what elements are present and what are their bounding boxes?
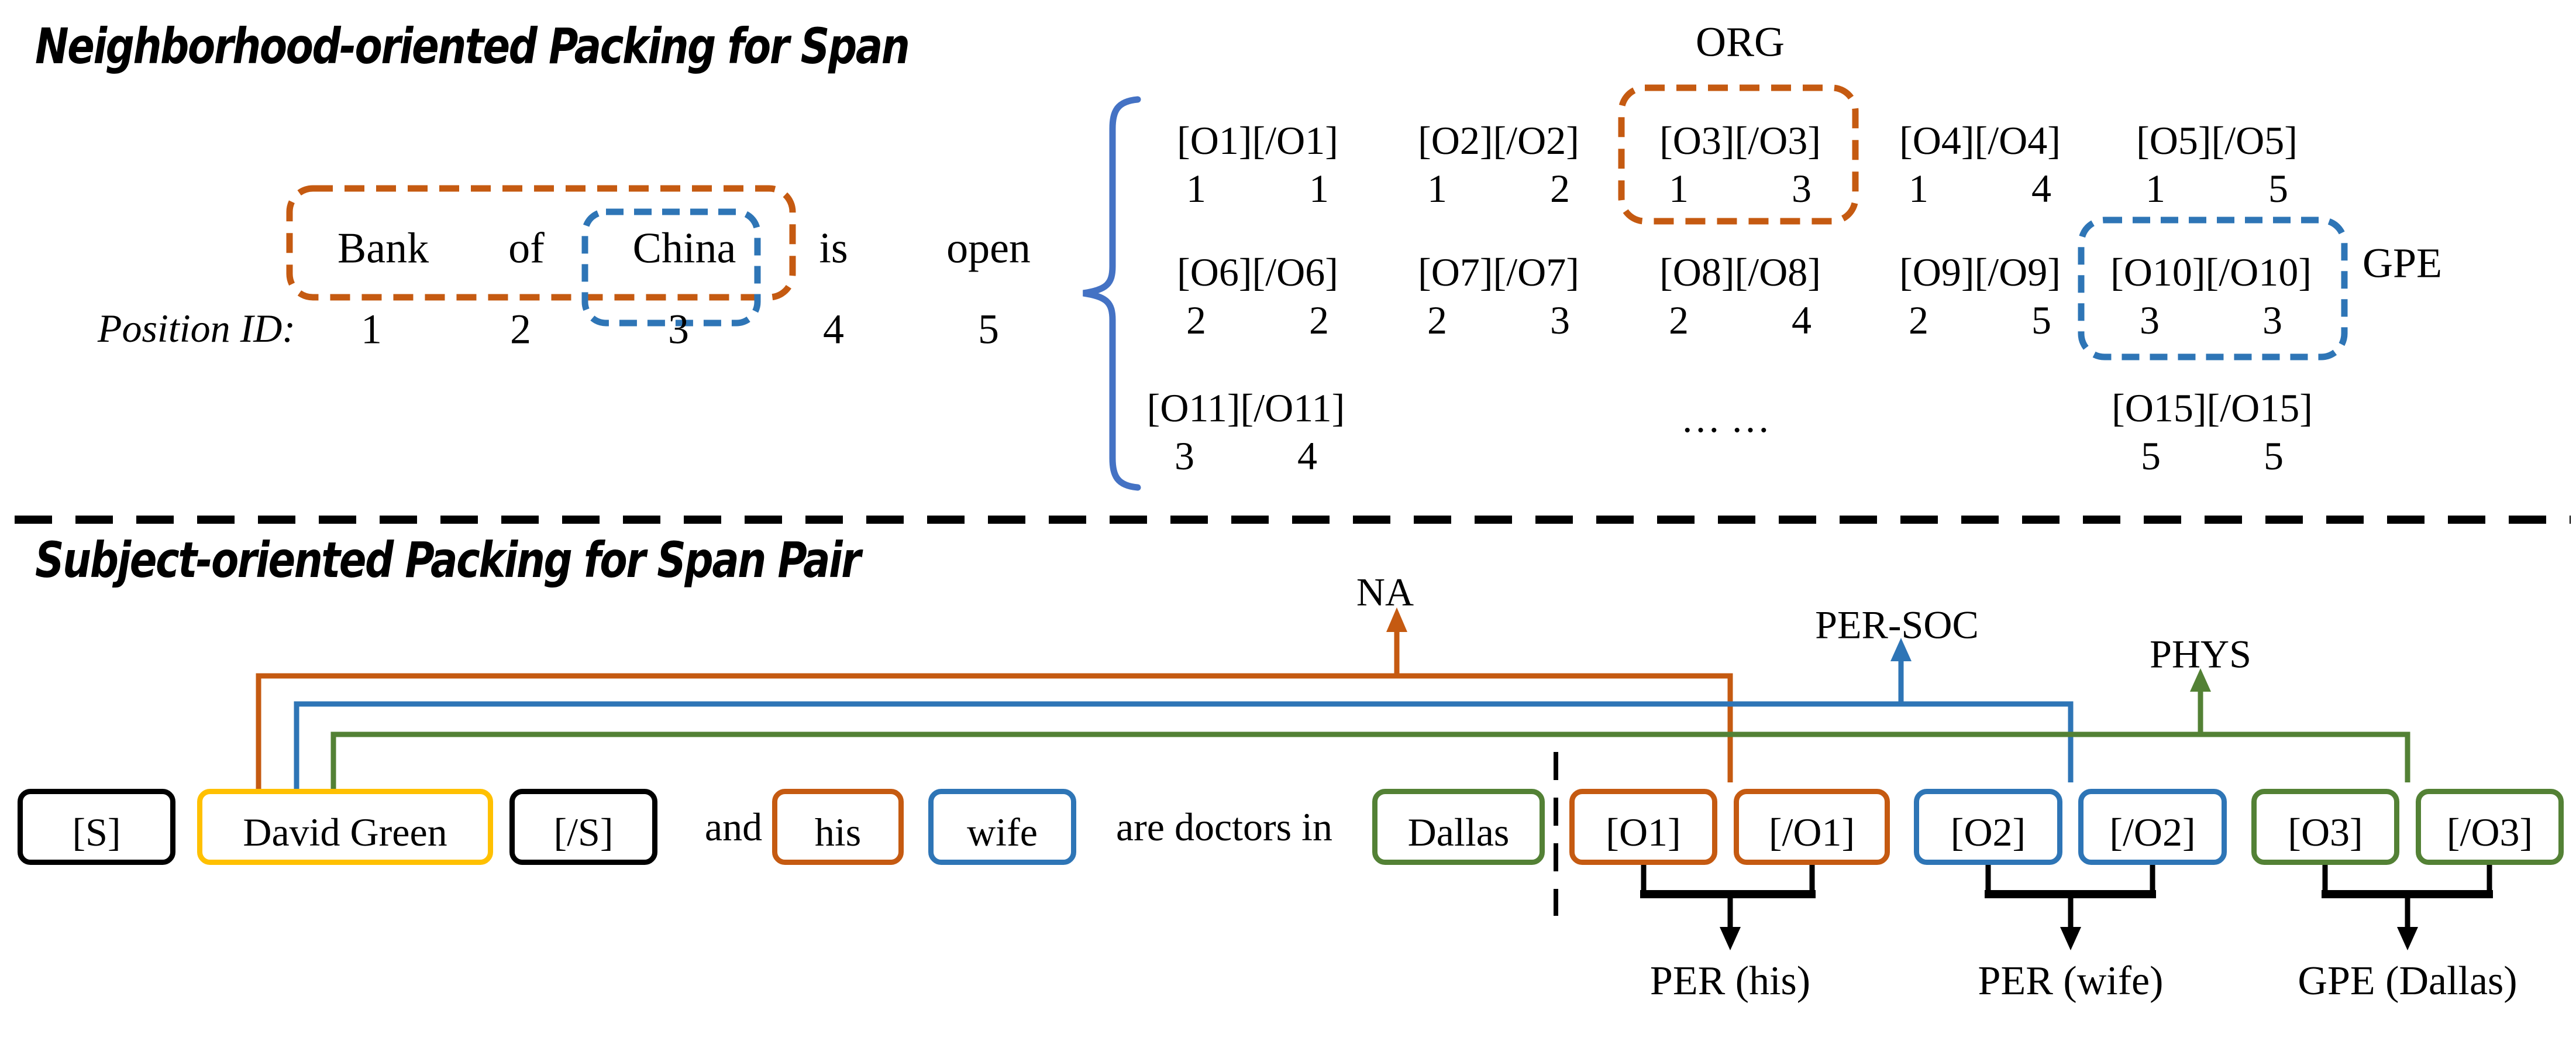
position-id-4: 4: [823, 305, 844, 353]
position-id-5: 5: [978, 305, 999, 353]
token-dallas: Dallas: [1372, 789, 1545, 865]
gpe-span-dashed-box-grid: [2078, 217, 2348, 360]
position-id-2: 2: [510, 305, 531, 353]
relation-label-phys: PHYS: [2150, 631, 2251, 676]
sentence-word-is: is: [819, 224, 848, 273]
relation-label-per-soc: PER-SOC: [1815, 602, 1979, 647]
position-id-1: 1: [361, 305, 382, 353]
relation-label-na: NA: [1356, 569, 1414, 614]
per-soc-arrow: [1890, 638, 1912, 704]
position-id-3: 3: [668, 305, 689, 353]
sentence-word-of: of: [508, 224, 545, 273]
token-o2-close: [/O2]: [2078, 789, 2227, 865]
relation-line-per-soc: [294, 701, 2074, 791]
o1-pair-bracket: [1640, 865, 1816, 950]
token-o3-open: [O3]: [2251, 789, 2399, 865]
sentence-word-bank: Bank: [337, 224, 429, 273]
phys-arrow: [2190, 668, 2211, 734]
token-and: and: [704, 805, 763, 849]
org-span-dashed-box-grid: [1618, 84, 1859, 225]
span-option-ellipsis: … …: [1680, 396, 1771, 441]
token-s-open: [S]: [18, 789, 175, 865]
token-o1-close: [/O1]: [1734, 789, 1890, 865]
token-o2-open: [O2]: [1914, 789, 2062, 865]
org-span-dashed-box-sentence: [286, 185, 796, 301]
token-david-green: David Green: [197, 789, 493, 865]
bottom-section-title: Subject-oriented Packing for Span Pair: [35, 531, 861, 589]
sentence-word-open: open: [946, 224, 1031, 273]
token-his: his: [772, 789, 904, 865]
annotation-per-his: PER (his): [1649, 959, 1811, 1004]
token-o1-open: [O1]: [1569, 789, 1717, 865]
gpe-span-dashed-box-sentence: [581, 208, 761, 327]
token-wife: wife: [928, 789, 1076, 865]
na-arrow: [1386, 607, 1407, 676]
org-label: ORG: [1695, 18, 1785, 66]
token-s-close: [/S]: [509, 789, 657, 865]
token-o3-close: [/O3]: [2416, 789, 2564, 865]
annotation-per-wife: PER (wife): [1978, 959, 2164, 1004]
o2-pair-bracket: [1985, 865, 2156, 950]
relation-line-na: [256, 673, 1733, 791]
token-are-doctors-in: are doctors in: [1115, 805, 1333, 849]
o3-pair-bracket: [2322, 865, 2493, 950]
sentence-word-china: China: [632, 224, 736, 273]
annotation-gpe-dallas: GPE (Dallas): [2298, 959, 2518, 1004]
position-id-label: Position ID:: [97, 306, 295, 351]
curly-brace: [1083, 96, 1141, 491]
relation-line-phys: [330, 731, 2410, 791]
gpe-label: GPE: [2362, 239, 2443, 287]
top-section-title: Neighborhood-oriented Packing for Span: [35, 18, 910, 75]
